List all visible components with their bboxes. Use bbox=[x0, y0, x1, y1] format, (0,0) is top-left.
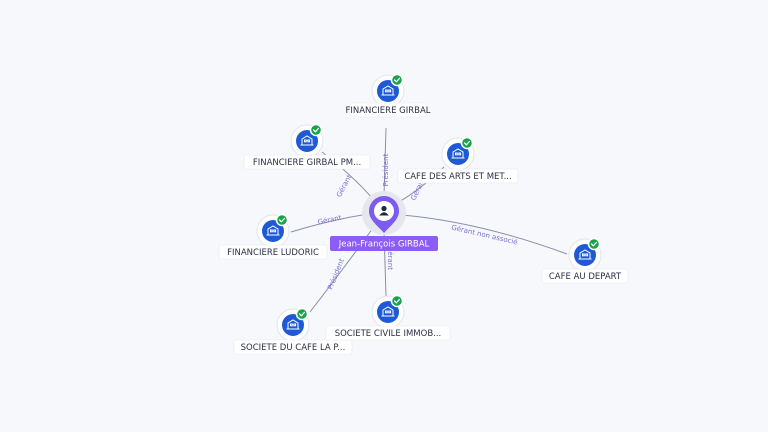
company-node[interactable]: FINANCIERE GIRBAL bbox=[345, 73, 431, 118]
company-label: FINANCIERE LUDORIC bbox=[227, 248, 319, 258]
company-label: CAFE DES ARTS ET MET... bbox=[404, 172, 511, 182]
check-badge bbox=[275, 213, 289, 227]
company-label-bg bbox=[233, 339, 353, 355]
check-badge bbox=[390, 294, 404, 308]
node-core bbox=[377, 80, 399, 102]
check-mark bbox=[278, 217, 286, 223]
company-label-bg bbox=[397, 168, 519, 184]
building-window bbox=[388, 310, 392, 314]
relation-label: Gérant bbox=[386, 246, 394, 270]
building-icon bbox=[286, 319, 300, 330]
building-window bbox=[293, 323, 297, 327]
building-window bbox=[290, 323, 293, 327]
building-window bbox=[388, 89, 392, 93]
check-icon bbox=[275, 213, 289, 227]
relation-label: Président bbox=[326, 257, 346, 291]
relation-label: Gérant bbox=[335, 173, 353, 198]
center-node[interactable]: Jean-François GIRBAL bbox=[330, 191, 438, 251]
center-label-bg bbox=[330, 236, 438, 251]
check-mark bbox=[463, 140, 471, 146]
company-node[interactable]: SOCIETE DU CAFE LA P... bbox=[233, 307, 353, 355]
building-icon bbox=[266, 225, 280, 236]
building-icon bbox=[578, 249, 592, 260]
nodes-layer: FINANCIERE GIRBAL FINANCIERE GIRBAL PM...… bbox=[218, 73, 629, 355]
node-core bbox=[377, 301, 399, 323]
node-core bbox=[296, 130, 318, 152]
check-icon bbox=[587, 237, 601, 251]
edge-line bbox=[383, 127, 387, 197]
building-window bbox=[585, 253, 589, 257]
check-icon bbox=[295, 307, 309, 321]
company-label-bg bbox=[325, 325, 451, 341]
company-label-bg bbox=[218, 244, 328, 260]
company-label-bg bbox=[541, 268, 629, 284]
person-icon bbox=[379, 205, 389, 216]
check-icon bbox=[309, 123, 323, 137]
relation-edge: Gérant bbox=[290, 213, 369, 233]
node-core bbox=[574, 244, 596, 266]
building-window bbox=[273, 229, 277, 233]
check-mark bbox=[298, 311, 306, 317]
edge-line bbox=[290, 213, 369, 233]
company-node[interactable]: CAFE AU DEPART bbox=[541, 237, 629, 284]
company-label: CAFE AU DEPART bbox=[549, 272, 622, 282]
building-window bbox=[270, 229, 273, 233]
company-label-bg bbox=[243, 154, 371, 170]
building-window bbox=[307, 139, 311, 143]
company-label: FINANCIERE GIRBAL bbox=[345, 106, 430, 116]
building-window bbox=[304, 139, 307, 143]
check-icon bbox=[390, 294, 404, 308]
company-node[interactable]: FINANCIERE GIRBAL PM... bbox=[243, 123, 371, 170]
building-icon bbox=[381, 85, 395, 96]
check-badge bbox=[587, 237, 601, 251]
node-core bbox=[447, 143, 469, 165]
building-window bbox=[385, 89, 388, 93]
center-label: Jean-François GIRBAL bbox=[338, 240, 430, 250]
relation-label: Gérant bbox=[317, 214, 342, 227]
edge-line bbox=[401, 214, 568, 255]
relation-label: Président bbox=[382, 153, 390, 186]
building-window bbox=[582, 253, 585, 257]
building-icon bbox=[451, 148, 465, 159]
node-core bbox=[282, 314, 304, 336]
company-label: FINANCIERE GIRBAL PM... bbox=[253, 158, 361, 168]
company-label: SOCIETE CIVILE IMMOB... bbox=[335, 329, 442, 339]
check-mark bbox=[312, 127, 320, 133]
check-badge bbox=[309, 123, 323, 137]
company-node[interactable]: FINANCIERE LUDORIC bbox=[218, 213, 328, 260]
check-icon bbox=[460, 136, 474, 150]
company-label: SOCIETE DU CAFE LA P... bbox=[241, 343, 346, 353]
company-node[interactable]: SOCIETE CIVILE IMMOB... bbox=[325, 294, 451, 341]
check-icon bbox=[390, 73, 404, 87]
check-badge bbox=[295, 307, 309, 321]
relation-edge: Président bbox=[382, 127, 390, 197]
company-label-bg bbox=[349, 102, 427, 118]
building-window bbox=[385, 310, 388, 314]
check-badge bbox=[390, 73, 404, 87]
building-icon bbox=[381, 306, 395, 317]
check-badge bbox=[460, 136, 474, 150]
check-mark bbox=[393, 77, 401, 83]
check-mark bbox=[590, 241, 598, 247]
building-icon bbox=[300, 135, 314, 146]
building-window bbox=[455, 152, 458, 156]
check-mark bbox=[393, 298, 401, 304]
company-node[interactable]: CAFE DES ARTS ET MET... bbox=[397, 136, 519, 184]
building-window bbox=[458, 152, 462, 156]
node-core bbox=[262, 220, 284, 242]
